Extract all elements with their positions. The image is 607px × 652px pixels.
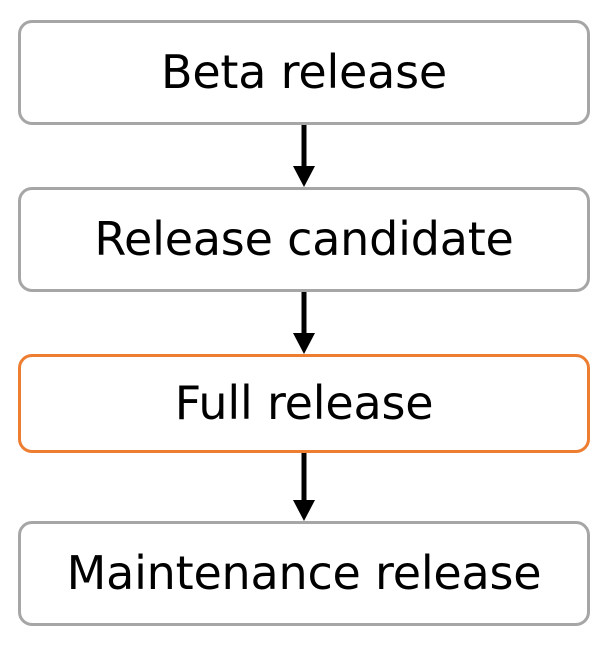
node-beta-release[interactable]: Beta release [18, 20, 590, 125]
node-label-maintenance-release: Maintenance release [66, 545, 542, 600]
node-label-release-candidate: Release candidate [94, 211, 514, 266]
node-label-beta-release: Beta release [160, 44, 448, 99]
node-maintenance-release[interactable]: Maintenance release [18, 521, 590, 626]
node-label-full-release: Full release [174, 375, 434, 430]
node-release-candidate[interactable]: Release candidate [18, 187, 590, 292]
arrow-full-release-to-maintenance-release [293, 453, 315, 521]
node-full-release[interactable]: Full release [18, 354, 590, 453]
arrow-release-candidate-to-full-release [293, 292, 315, 354]
arrow-beta-to-release-candidate [293, 125, 315, 187]
